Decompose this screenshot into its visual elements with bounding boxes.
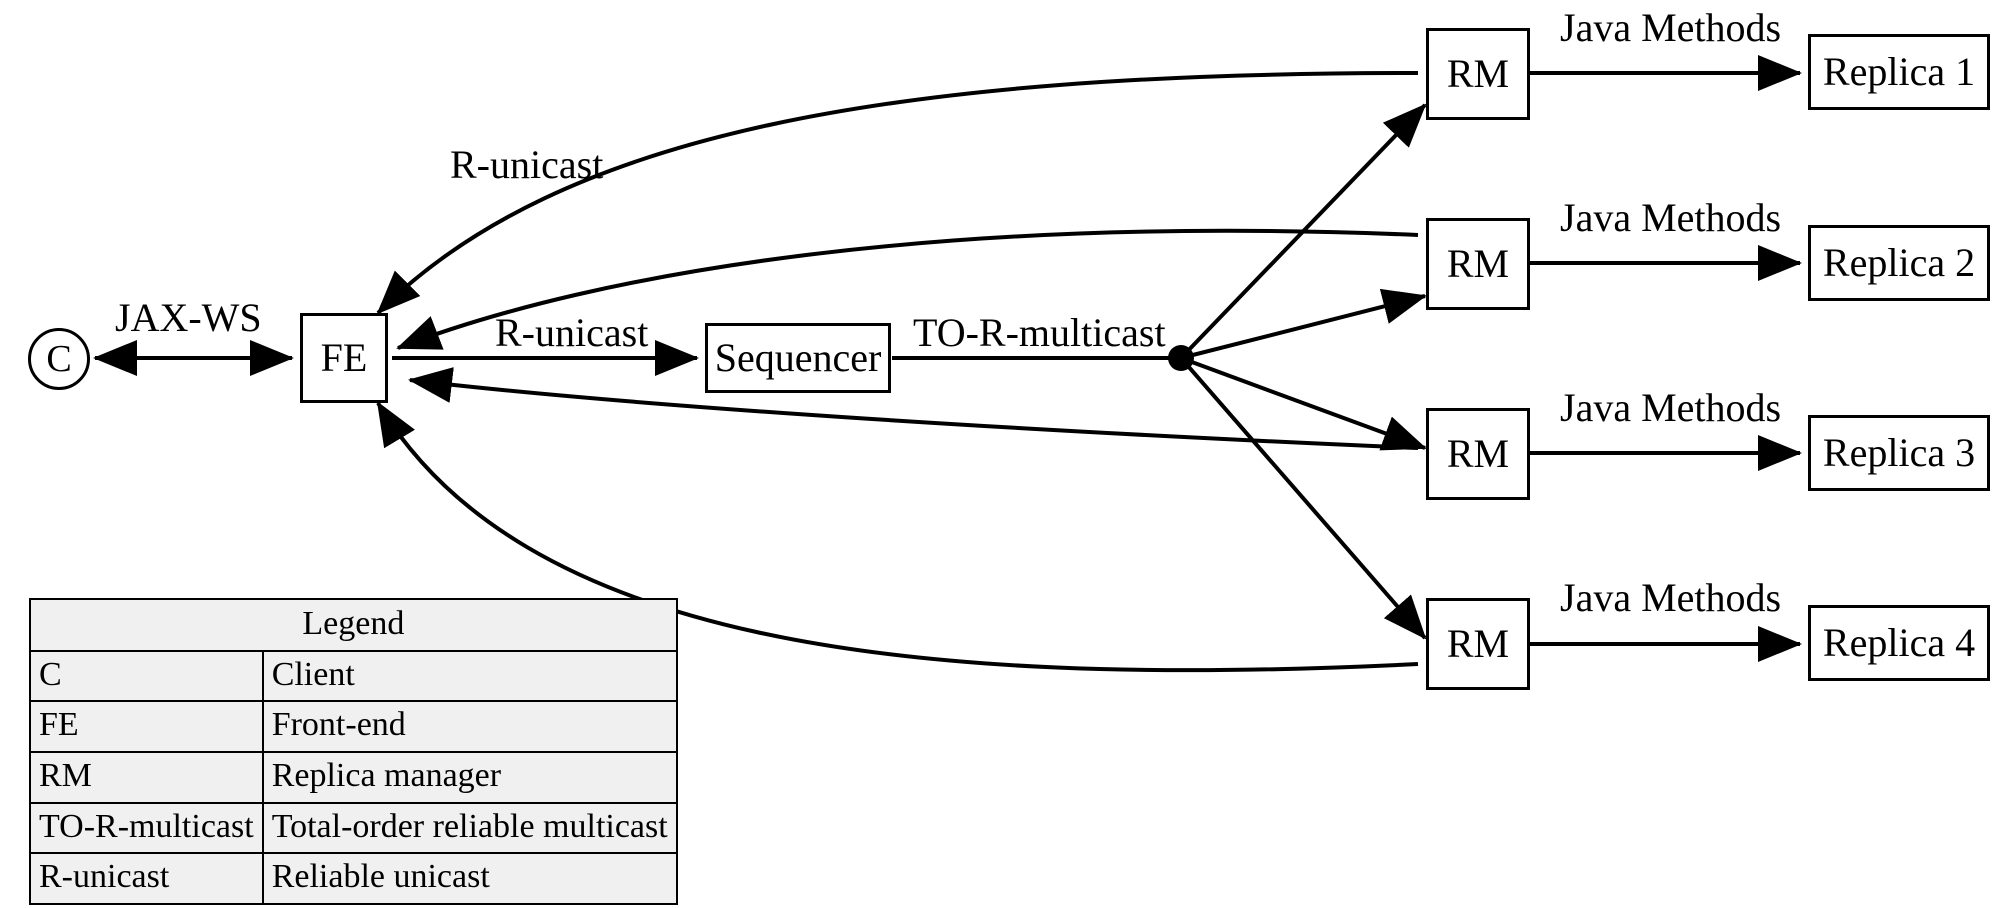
edge-junction-rm-1 xyxy=(1179,103,1427,360)
node-replica-4-label: Replica 4 xyxy=(1822,620,1976,665)
legend-table: Legend C Client FE Front-end RM Replica … xyxy=(29,598,678,906)
node-replica-manager-4[interactable]: RM xyxy=(1426,598,1530,690)
node-replica-manager-3[interactable]: RM xyxy=(1426,408,1530,500)
edge-rm1-frontend-return xyxy=(376,71,1419,315)
node-replica-manager-2-label: RM xyxy=(1446,241,1510,286)
node-replica-manager-1[interactable]: RM xyxy=(1426,28,1530,120)
legend-key: TO-R-multicast xyxy=(29,801,264,855)
node-client[interactable]: C xyxy=(28,328,90,390)
node-front-end-label: FE xyxy=(320,335,368,380)
edge-label-r-unicast-return: R-unicast xyxy=(450,142,604,187)
edge-label-jax-ws: JAX-WS xyxy=(115,295,262,340)
node-replica-manager-2[interactable]: RM xyxy=(1426,218,1530,310)
node-replica-1-label: Replica 1 xyxy=(1822,49,1976,94)
legend-value: Total-order reliable multicast xyxy=(261,801,678,855)
node-sequencer-label: Sequencer xyxy=(714,335,882,380)
legend-row: C Client xyxy=(29,649,678,703)
edge-label-java-methods-1: Java Methods xyxy=(1560,5,1782,50)
node-replica-manager-4-label: RM xyxy=(1446,621,1510,666)
node-replica-1[interactable]: Replica 1 xyxy=(1808,34,1990,110)
node-replica-3-label: Replica 3 xyxy=(1822,430,1976,475)
legend-key: R-unicast xyxy=(29,852,264,906)
legend-body: Legend C Client FE Front-end RM Replica … xyxy=(29,598,678,906)
node-replica-4[interactable]: Replica 4 xyxy=(1808,605,1990,681)
node-replica-2[interactable]: Replica 2 xyxy=(1808,225,1990,301)
edge-junction-rm-3 xyxy=(1180,356,1427,451)
edge-junction-rm-4 xyxy=(1179,356,1427,640)
edge-label-java-methods-2: Java Methods xyxy=(1560,195,1782,240)
edge-label-to-r-multicast: TO-R-multicast xyxy=(913,310,1166,355)
legend-title-row: Legend xyxy=(29,598,678,652)
edge-label-java-methods-3: Java Methods xyxy=(1560,385,1782,430)
legend-key: FE xyxy=(29,700,264,754)
legend-title: Legend xyxy=(29,598,678,652)
edge-label-java-methods-4: Java Methods xyxy=(1560,575,1782,620)
node-replica-manager-1-label: RM xyxy=(1446,51,1510,96)
edge-junction-rm-2 xyxy=(1180,288,1427,360)
legend-value: Front-end xyxy=(261,700,678,754)
node-sequencer[interactable]: Sequencer xyxy=(705,323,891,393)
node-replica-3[interactable]: Replica 3 xyxy=(1808,415,1990,491)
edge-rm3-frontend-return xyxy=(408,367,1419,450)
node-replica-manager-3-label: RM xyxy=(1446,431,1510,476)
legend-value: Replica manager xyxy=(261,751,678,804)
node-replica-2-label: Replica 2 xyxy=(1822,240,1976,285)
node-client-label: C xyxy=(46,338,72,380)
legend-value: Reliable unicast xyxy=(261,852,678,906)
legend-row: RM Replica manager xyxy=(29,751,678,804)
legend-row: TO-R-multicast Total-order reliable mult… xyxy=(29,801,678,855)
legend-key: C xyxy=(29,649,264,703)
node-front-end[interactable]: FE xyxy=(300,313,388,403)
legend-value: Client xyxy=(261,649,678,703)
edge-label-r-unicast-forward: R-unicast xyxy=(495,310,649,355)
legend-row: FE Front-end xyxy=(29,700,678,754)
legend-row: R-unicast Reliable unicast xyxy=(29,852,678,906)
legend-key: RM xyxy=(29,751,264,804)
